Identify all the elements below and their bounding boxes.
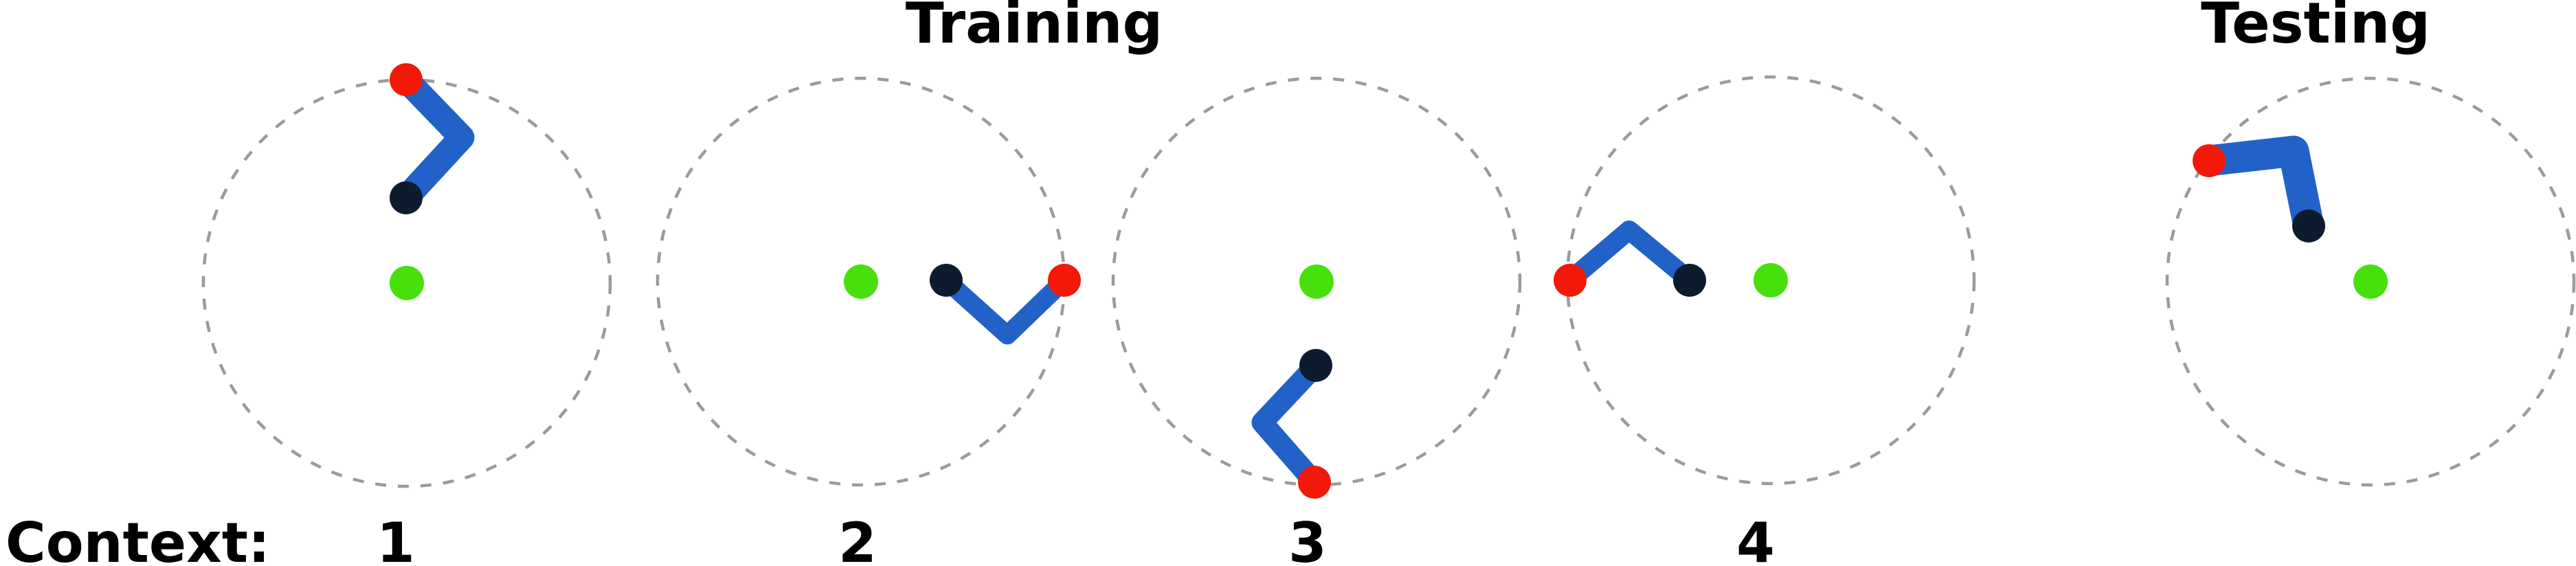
joint-dot — [1299, 349, 1332, 382]
goal-dot — [1754, 263, 1788, 297]
workspace-boundary-circle — [2165, 76, 2576, 487]
goal-dot — [390, 266, 424, 300]
joint-dot — [390, 181, 423, 214]
context-number-3: 3 — [1288, 511, 1327, 566]
panel-training-1 — [201, 63, 612, 488]
fingertip-dot — [1048, 264, 1081, 297]
fingertip-dot — [1554, 264, 1587, 297]
joint-dot — [1673, 264, 1706, 297]
testing-title: Testing — [2201, 0, 2430, 56]
reacher-arm — [2193, 135, 2325, 242]
context-label: Context: — [5, 511, 270, 566]
reacher-arm — [1560, 220, 1699, 290]
goal-dot — [844, 264, 878, 299]
reacher-arm — [393, 67, 475, 211]
reacher-arm — [1251, 354, 1327, 493]
goal-dot — [2353, 264, 2388, 299]
panel-testing — [2165, 76, 2576, 487]
fingertip-dot — [2193, 144, 2226, 177]
context-number-1: 1 — [377, 511, 415, 566]
goal-dot — [1299, 264, 1334, 299]
fingertip-dot — [390, 63, 423, 96]
panel-training-4 — [1554, 75, 1976, 486]
context-number-4: 4 — [1736, 511, 1775, 566]
fingertip-dot — [1298, 466, 1331, 499]
context-number-2: 2 — [838, 511, 877, 566]
joint-dot — [930, 264, 963, 297]
reacher-arm — [937, 271, 1074, 345]
training-title: Training — [906, 0, 1163, 56]
joint-dot — [2292, 210, 2325, 242]
panel-training-3 — [1111, 76, 1522, 499]
panel-training-2 — [656, 76, 1081, 487]
